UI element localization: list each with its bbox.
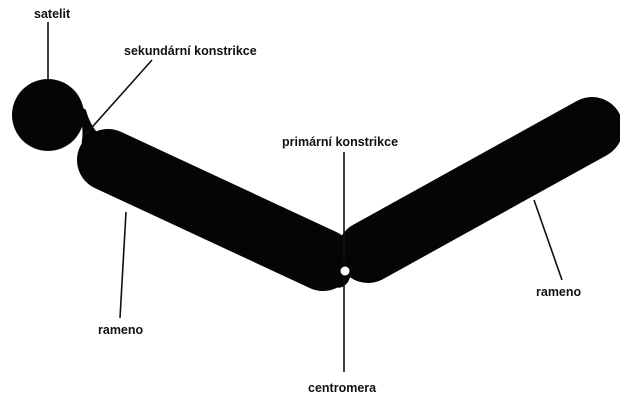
secondary-constriction-label: sekundární konstrikce	[124, 44, 257, 58]
satellite-label: satelit	[34, 7, 71, 21]
centromere-label: centromera	[308, 381, 377, 395]
centromere-dot	[341, 267, 350, 276]
secondary-constriction-leader-line	[86, 60, 152, 134]
left-arm-label: rameno	[98, 323, 144, 337]
right-arm-label: rameno	[536, 285, 582, 299]
primary-constriction-label: primární konstrikce	[282, 135, 398, 149]
right-arm-leader-line	[534, 200, 562, 280]
left-arm	[108, 160, 323, 260]
left-arm-leader-line	[120, 212, 126, 318]
right-arm	[368, 128, 592, 252]
satellite-body	[12, 79, 84, 151]
